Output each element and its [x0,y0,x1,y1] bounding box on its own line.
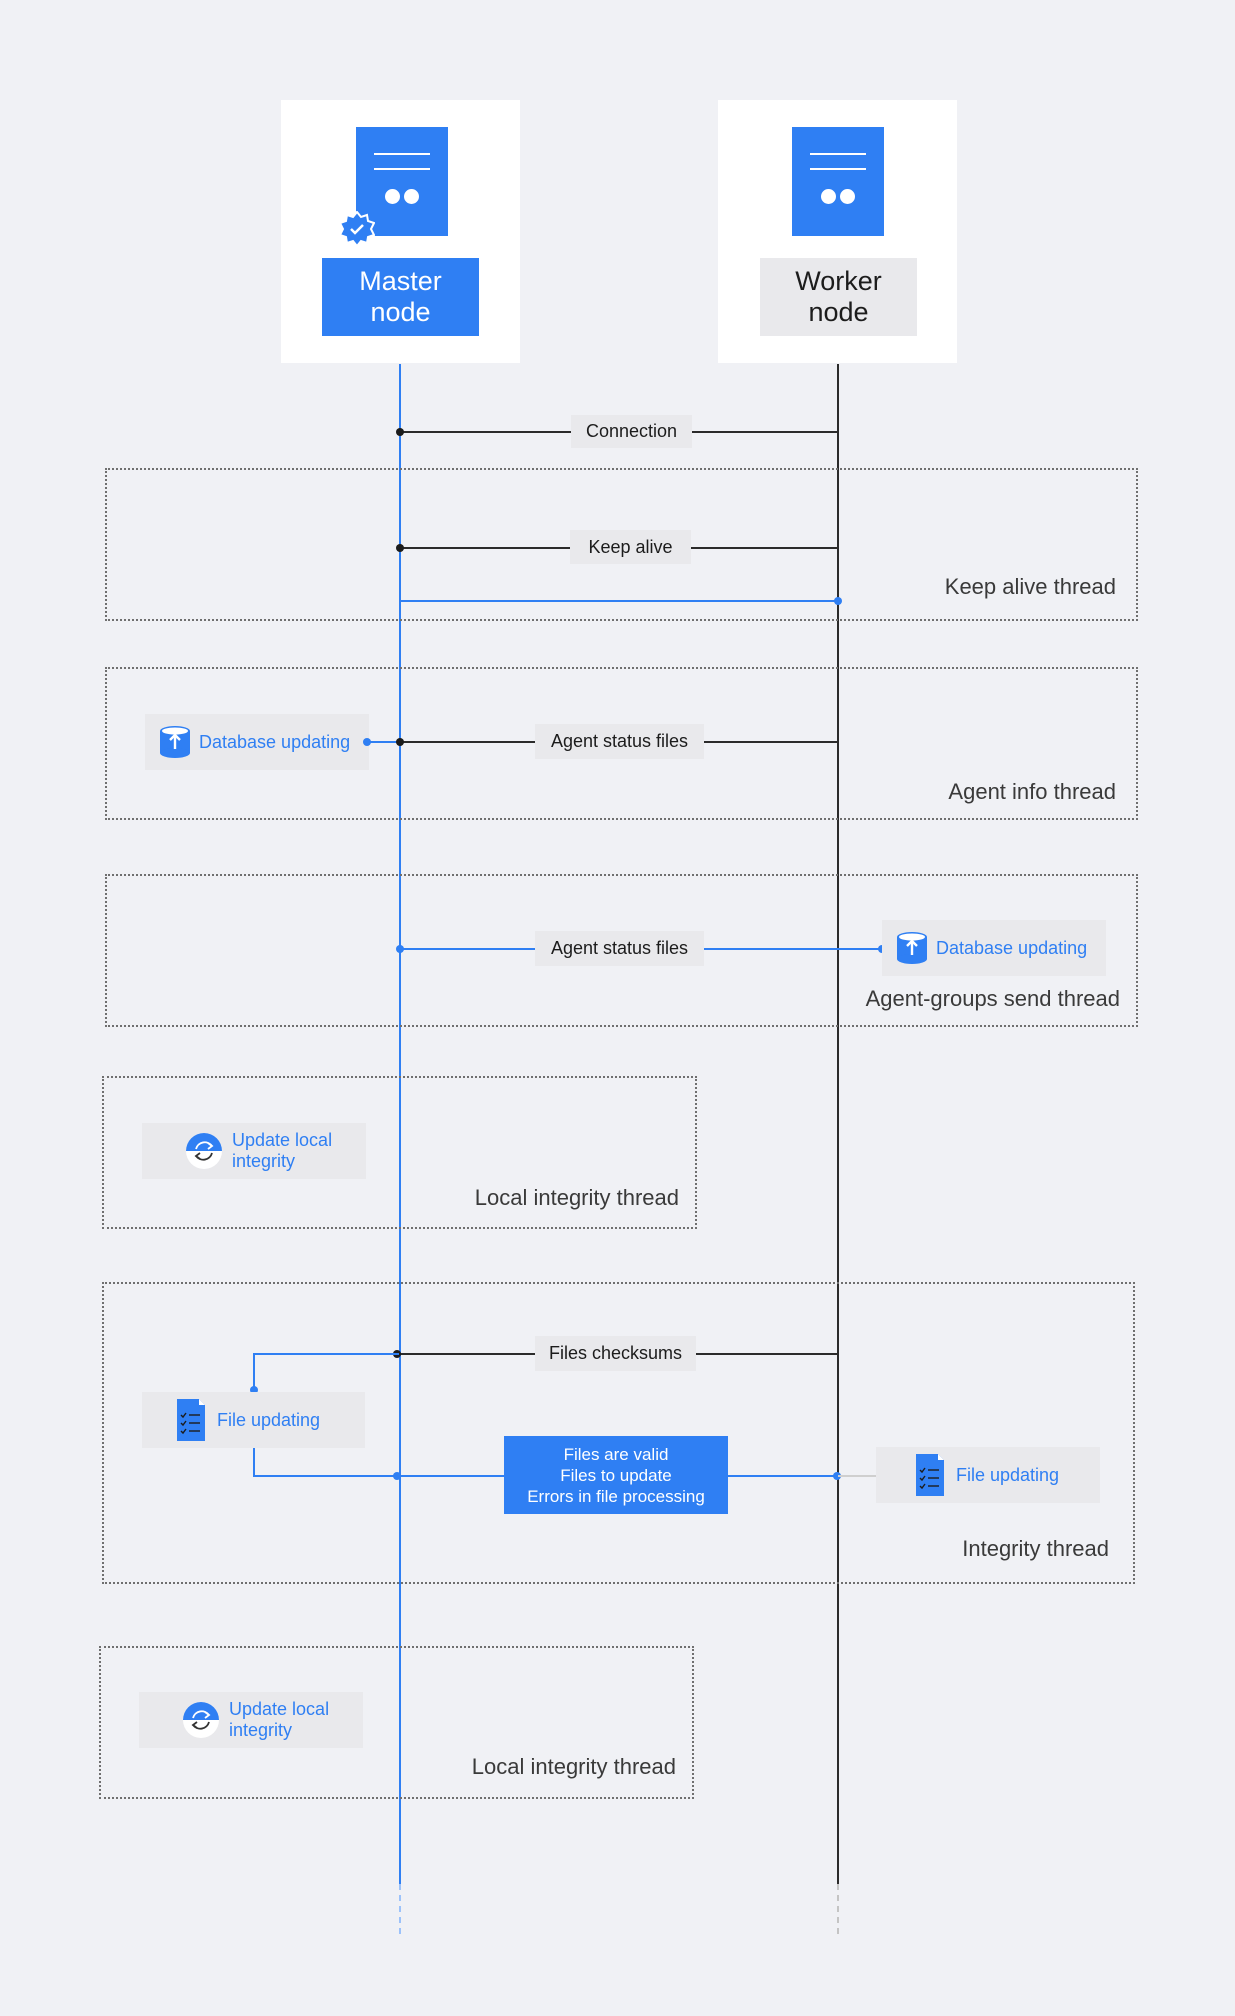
db-updating-master-label: Database updating [199,731,351,752]
file-updating-worker: File updating [876,1447,1100,1503]
file-update-branch-down [253,1353,255,1390]
integrity-thread-frame [102,1282,1135,1584]
file-update-return-up [253,1448,255,1476]
worker-lifeline-tail [837,1884,839,1934]
file-checklist-icon [916,1454,944,1496]
file-update-branch-dot [250,1386,258,1394]
local-integrity-thread-frame-2 [99,1646,694,1799]
agent-groups-thread-frame [105,874,1138,1027]
sync-icon [186,1133,222,1169]
db-updating-master: Database updating [145,714,369,770]
keep-alive-end-dot [396,544,404,552]
local-integrity-thread-label-1: Local integrity thread [474,1185,679,1210]
server-icon [356,127,448,236]
worker-lifeline [837,364,839,1884]
database-upload-icon [160,726,190,758]
local-integrity-thread-label-2: Local integrity thread [471,1754,676,1779]
agent-status-message-1: Agent status files [535,724,704,759]
agent-groups-thread-label: Agent-groups send thread [865,986,1120,1011]
db-updating-worker: Database updating [882,920,1106,976]
integrity-result-worker-dot [833,1472,841,1480]
agent-info-thread-frame [105,667,1138,820]
db-update-link [367,741,400,743]
connection-message: Connection [571,415,692,448]
file-updating-worker-label: File updating [956,1464,1060,1485]
db-update-link-dot [363,738,371,746]
master-lifeline [399,364,401,1884]
update-local-integrity-label-2: Update local integrity [229,1699,330,1740]
agent-status-start-dot-2 [396,945,404,953]
connection-end-dot [396,428,404,436]
master-lifeline-tail [399,1884,401,1934]
master-node-label: Master node [322,258,479,336]
local-integrity-thread-frame-1 [102,1076,697,1229]
keep-alive-response-dot [834,597,842,605]
agent-info-thread-label: Agent info thread [948,779,1116,804]
keep-alive-thread-label: Keep alive thread [944,574,1116,599]
update-local-integrity-1: Update local integrity [142,1123,366,1179]
worker-node-label: Worker node [760,258,917,336]
worker-node-card: Worker node [718,100,957,363]
worker-file-update-link [838,1475,876,1477]
file-update-branch-top [253,1353,399,1355]
integrity-result-message: Files are valid Files to update Errors i… [504,1436,728,1514]
update-local-integrity-label-1: Update local integrity [232,1130,333,1171]
keep-alive-message: Keep alive [570,530,691,564]
update-local-integrity-2: Update local integrity [139,1692,363,1748]
db-updating-worker-label: Database updating [936,937,1088,958]
file-updating-master-label: File updating [217,1409,321,1430]
file-checklist-icon [177,1399,205,1441]
verified-badge-icon [339,211,375,247]
files-checksums-message: Files checksums [535,1336,696,1371]
server-icon [792,127,884,236]
master-node-card: Master node [281,100,520,363]
agent-status-message-2: Agent status files [535,931,704,966]
keep-alive-thread-frame [105,468,1138,621]
sync-icon [183,1702,219,1738]
keep-alive-response [400,600,838,602]
integrity-result-master-dot [393,1472,401,1480]
integrity-thread-label: Integrity thread [962,1536,1109,1561]
file-updating-master: File updating [142,1392,365,1448]
database-upload-icon [897,932,927,964]
agent-status-end-dot-1 [396,738,404,746]
